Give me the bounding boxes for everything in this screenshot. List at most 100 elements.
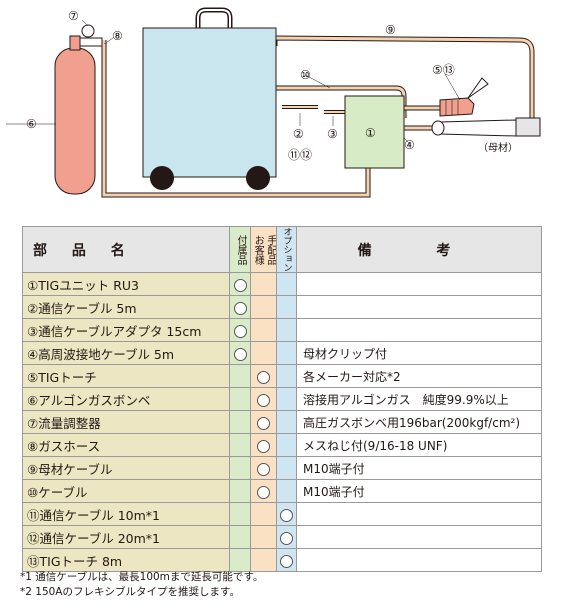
gas-cylinder [6, 19, 114, 195]
tig-unit [344, 95, 405, 169]
remark-cell [296, 502, 542, 526]
table-row: ③通信ケーブルアダプタ 15cm [22, 318, 542, 342]
label-base-metal: （母材） [478, 141, 518, 154]
part-name-cell: ⑥アルゴンガスボンベ [22, 387, 230, 411]
label-3: ③ [327, 127, 338, 141]
header-option: オプション [276, 226, 297, 273]
label-9: ⑨ [385, 23, 396, 37]
part-name-cell: ⑦流量調整器 [22, 410, 230, 434]
label-7: ⑦ [68, 9, 79, 23]
part-name-cell: ④高周波接地ケーブル 5m [22, 341, 230, 365]
customer-cell [250, 387, 277, 411]
customer-cell [250, 433, 277, 457]
supplied-cell [229, 456, 251, 480]
table-row: ⑤TIGトーチ各メーカー対応*2 [22, 364, 542, 388]
supplied-cell [229, 387, 251, 411]
customer-cell [250, 479, 277, 503]
supplied-cell [229, 502, 251, 526]
part-name-cell: ①TIGユニット RU3 [22, 272, 230, 296]
table-header-row: 部 品 名 付属品 お客様 手配品 オプション 備 考 [22, 226, 542, 273]
table-row: ⑥アルゴンガスボンベ 溶接用アルゴンガス 純度99.9%以上 [22, 387, 542, 411]
label-6: ⑥ [26, 117, 37, 131]
table-row: ⑫通信ケーブル 20m*1 [22, 525, 542, 549]
table-row: ⑦流量調整器 高圧ガスボンベ用196bar(200kgf/cm²) [22, 410, 542, 434]
customer-cell [250, 410, 277, 434]
part-name-cell: ③通信ケーブルアダプタ 15cm [22, 318, 230, 342]
option-cell [276, 548, 297, 572]
check-circle-icon [257, 439, 270, 453]
connection-diagram: ⑦ ⑧ ⑥ ⑨ ⑩ ⑤⑬ ② ③ ① ④ ⑪⑫ （母材） [6, 7, 541, 198]
supplied-cell [229, 433, 251, 457]
check-circle-icon [280, 508, 293, 522]
check-circle-icon [257, 462, 270, 476]
customer-cell [250, 525, 277, 549]
footnote-1: *1 通信ケーブルは、最長100mまで延長可能です。 [20, 571, 264, 583]
check-circle-icon [233, 347, 247, 361]
remark-cell: 高圧ガスボンベ用196bar(200kgf/cm²) [296, 410, 542, 434]
header-part-name: 部 品 名 [22, 226, 230, 273]
check-circle-icon [257, 485, 270, 499]
footnotes: *1 通信ケーブルは、最長100mまで延長可能です。 *2 150Aのフレキシブ… [20, 570, 263, 600]
label-11-12: ⑪⑫ [288, 148, 312, 162]
check-circle-icon [257, 370, 270, 384]
remark-cell: 溶接用アルゴンガス 純度99.9%以上 [296, 387, 542, 411]
table-row: ①TIGユニット RU3 [22, 272, 542, 296]
remark-cell: 各メーカー対応*2 [296, 364, 542, 388]
label-10: ⑩ [300, 68, 311, 82]
option-cell [276, 341, 297, 365]
label-5-13: ⑤⑬ [432, 63, 455, 77]
table-row: ②通信ケーブル 5m [22, 295, 542, 319]
header-customer-supplied: お客様 手配品 [250, 226, 277, 273]
supplied-cell [229, 341, 251, 365]
supplied-cell [229, 364, 251, 388]
supplied-cell [229, 479, 251, 503]
option-cell [276, 410, 297, 434]
welding-power-source [142, 7, 277, 190]
remark-cell [296, 295, 542, 319]
option-cell [276, 318, 297, 342]
remark-cell [296, 548, 542, 572]
supplied-cell [229, 272, 251, 296]
table-row: ④高周波接地ケーブル 5m 母材クリップ付 [22, 341, 542, 365]
header-supplied: 付属品 [229, 226, 251, 273]
check-circle-icon [233, 301, 247, 315]
table-row: ⑪通信ケーブル 10m*1 [22, 502, 542, 526]
supplied-cell [229, 318, 251, 342]
label-2: ② [293, 127, 304, 141]
header-remarks: 備 考 [296, 226, 542, 273]
supplied-cell [229, 548, 251, 572]
customer-cell [250, 456, 277, 480]
part-name-cell: ②通信ケーブル 5m [22, 295, 230, 319]
part-name-cell: ⑬TIGトーチ 8m [22, 548, 230, 572]
option-cell [276, 525, 297, 549]
table-row: ⑬TIGトーチ 8m [22, 548, 542, 572]
option-cell [276, 502, 297, 526]
option-cell [276, 433, 297, 457]
remark-cell [296, 272, 542, 296]
supplied-cell [229, 410, 251, 434]
ground-clamp [431, 117, 541, 137]
check-circle-icon [233, 278, 247, 292]
table-row: ⑧ガスホースメスねじ付(9/16-18 UNF) [22, 433, 542, 457]
remark-cell: M10端子付 [296, 479, 542, 503]
customer-cell [250, 272, 277, 296]
remark-cell: M10端子付 [296, 456, 542, 480]
part-name-cell: ⑫通信ケーブル 20m*1 [22, 525, 230, 549]
part-name-cell: ⑪通信ケーブル 10m*1 [22, 502, 230, 526]
footnote-2: *2 150Aのフレキシブルタイプを推奨します。 [20, 586, 240, 598]
check-circle-icon [280, 531, 293, 545]
option-cell [276, 479, 297, 503]
label-8: ⑧ [112, 29, 123, 43]
customer-cell [250, 364, 277, 388]
parts-table: 部 品 名 付属品 お客様 手配品 オプション 備 考 ①TIGユニット RU3… [22, 226, 542, 572]
supplied-cell [229, 295, 251, 319]
customer-cell [250, 318, 277, 342]
remark-cell: 母材クリップ付 [296, 341, 542, 365]
supplied-cell [229, 525, 251, 549]
option-cell [276, 272, 297, 296]
leader-lines [299, 74, 411, 145]
part-name-cell: ⑧ガスホース [22, 433, 230, 457]
